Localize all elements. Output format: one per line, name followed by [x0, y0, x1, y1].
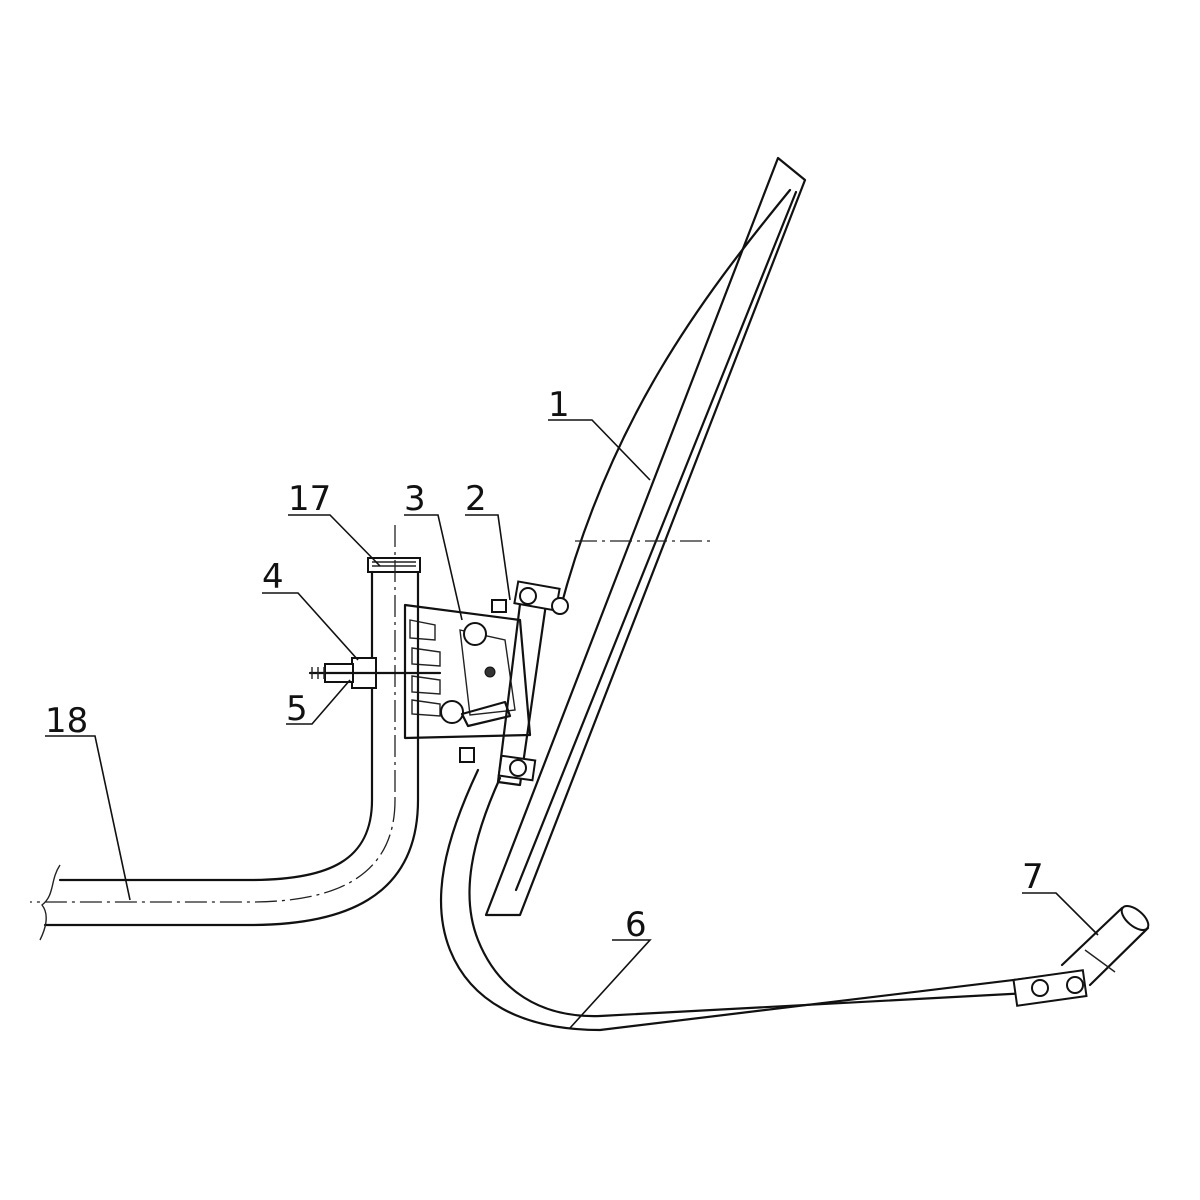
leader-7: [1022, 892, 1099, 936]
callout-18: 18: [45, 701, 88, 741]
callout-4: 4: [262, 557, 284, 597]
leader-2: [465, 514, 511, 601]
leader-4: [262, 592, 359, 661]
callout-5: 5: [286, 689, 308, 729]
lnb-tube-mouth: [1120, 905, 1150, 931]
bolt-upper-icon: [463, 622, 487, 646]
feed-arm: [439, 768, 1032, 1032]
mast-tube-inner-edge: [58, 570, 374, 882]
clamp-bottom-bolt-icon: [509, 759, 527, 777]
bracket-plate: [403, 603, 532, 740]
bracket-slot-2: [411, 647, 441, 667]
leader-17: [288, 514, 381, 567]
leader-6: [569, 939, 652, 1029]
bracket-slot-1: [409, 619, 436, 641]
arm-centerline: [30, 799, 396, 903]
callout-2: 2: [465, 479, 487, 519]
callout-3: 3: [404, 479, 426, 519]
clamp-bar: [459, 580, 569, 787]
lnb-bolt-left-icon: [1031, 979, 1049, 997]
bracket-slot-3: [411, 675, 441, 695]
clamp-top-bolt-icon: [519, 587, 537, 605]
mounting-bracket: [403, 603, 532, 740]
callout-1: 1: [548, 385, 570, 425]
callout-17: 17: [288, 479, 331, 519]
lnb-bolt-right-icon: [1066, 976, 1084, 994]
small-nut-lower-icon: [459, 747, 475, 763]
bolt-lower-icon: [440, 700, 464, 724]
lnb-tube-band: [1084, 949, 1116, 973]
bracket-slot-4: [411, 699, 441, 717]
leader-1: [548, 419, 651, 481]
dish-outline: [484, 156, 807, 917]
dish-reflector: [484, 156, 807, 917]
small-nut-icon: [491, 599, 507, 613]
feed-arm-outer-edge: [439, 768, 1032, 1032]
leader-5: [286, 679, 351, 725]
lnb-holder: [1012, 905, 1150, 1007]
bracket-inner-plate: [459, 629, 516, 716]
adjust-arm: [460, 700, 512, 728]
break-line: [39, 864, 61, 941]
clamp-bolt: [308, 657, 442, 689]
clamp-top-nut-icon: [551, 597, 569, 615]
callout-labels: 1 2 3 4 5 6 7 17 18: [45, 385, 1044, 945]
callout-7: 7: [1022, 857, 1044, 897]
mast-tube-outer-edge: [43, 570, 420, 927]
feed-arm-inner-edge: [468, 776, 1030, 1018]
mast-cap: [367, 557, 421, 573]
bolt-thread: [311, 667, 325, 679]
pivot-pin-icon: [484, 666, 496, 678]
mast-tube: [30, 525, 421, 941]
dish-front-curve: [558, 188, 792, 612]
leader-18: [45, 735, 131, 901]
callout-6: 6: [625, 905, 647, 945]
leader-lines: [45, 419, 1099, 1029]
leader-3: [404, 514, 463, 621]
